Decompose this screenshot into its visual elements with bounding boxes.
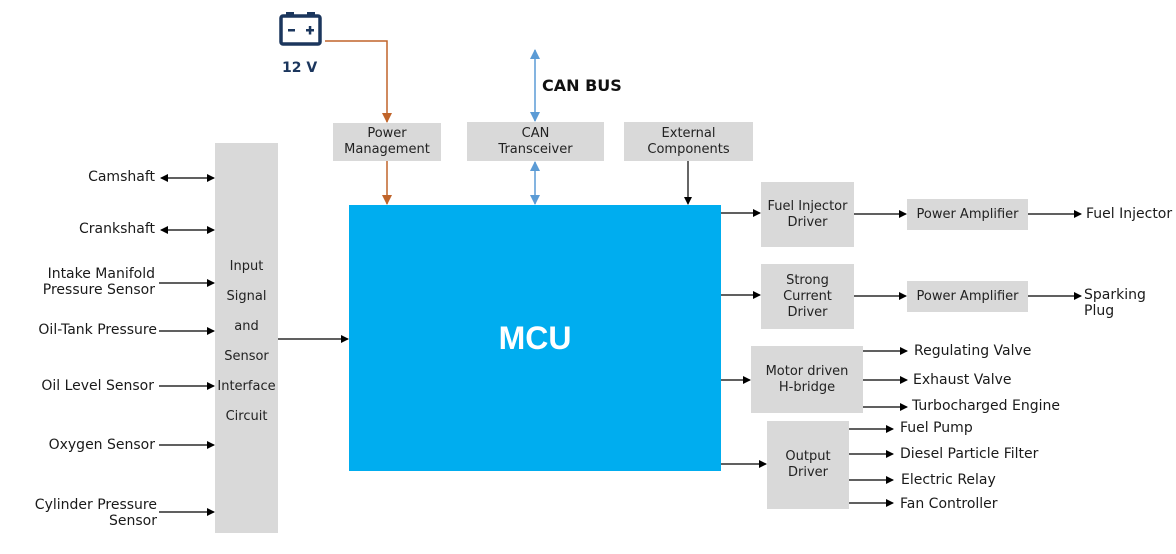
output-driver-block: Output Driver bbox=[767, 421, 849, 509]
output-label-regulating-valve: Regulating Valve bbox=[914, 343, 1032, 359]
power-management-block: Power Management bbox=[333, 123, 441, 161]
battery-icon bbox=[279, 12, 322, 46]
can-bus-label: CAN BUS bbox=[542, 76, 622, 95]
output-label-fuel-pump: Fuel Pump bbox=[900, 420, 973, 436]
interface-line: Input bbox=[229, 259, 264, 274]
power-amplifier-block-2: Power Amplifier bbox=[907, 281, 1028, 312]
fuel-injector-driver-block: Fuel Injector Driver bbox=[761, 182, 854, 247]
output-label-electric-relay: Electric Relay bbox=[901, 472, 996, 488]
interface-line: Signal bbox=[226, 289, 267, 304]
motor-h-bridge-block: Motor driven H-bridge bbox=[751, 346, 863, 413]
input-label-oxygen: Oxygen Sensor bbox=[48, 437, 155, 453]
output-label-turbocharged-engine: Turbocharged Engine bbox=[912, 398, 1060, 414]
input-signal-interface-block: Input Signal and Sensor Interface Circui… bbox=[215, 143, 278, 533]
strong-current-driver-block: Strong Current Driver bbox=[761, 264, 854, 329]
input-label-crankshaft: Crankshaft bbox=[78, 221, 155, 237]
input-label-camshaft: Camshaft bbox=[88, 169, 155, 185]
interface-line: Interface bbox=[217, 379, 276, 394]
mcu-block: MCU bbox=[349, 205, 721, 471]
interface-line: Circuit bbox=[225, 409, 268, 424]
can-transceiver-block: CAN Transceiver bbox=[467, 122, 604, 161]
output-label-fan-controller: Fan Controller bbox=[900, 496, 998, 512]
interface-line: Sensor bbox=[224, 349, 269, 364]
power-line-battery bbox=[325, 40, 392, 123]
input-label-cylinder-pressure: Cylinder Pressure Sensor bbox=[34, 497, 157, 529]
external-components-block: External Components bbox=[624, 122, 753, 161]
input-label-oil-tank: Oil-Tank Pressure bbox=[38, 322, 157, 338]
interface-line: and bbox=[234, 319, 259, 334]
output-label-sparking-plug: Sparking Plug bbox=[1084, 287, 1146, 319]
input-label-oil-level: Oil Level Sensor bbox=[41, 378, 154, 394]
output-label-diesel-particle-filter: Diesel Particle Filter bbox=[900, 446, 1039, 462]
output-label-exhaust-valve: Exhaust Valve bbox=[913, 372, 1012, 388]
power-amplifier-block-1: Power Amplifier bbox=[907, 199, 1028, 230]
input-label-intake-manifold: Intake Manifold Pressure Sensor bbox=[42, 266, 155, 298]
output-label-fuel-injector: Fuel Injector bbox=[1086, 206, 1173, 222]
mcu-label: MCU bbox=[498, 319, 572, 356]
battery-voltage-label: 12 V bbox=[282, 60, 318, 76]
